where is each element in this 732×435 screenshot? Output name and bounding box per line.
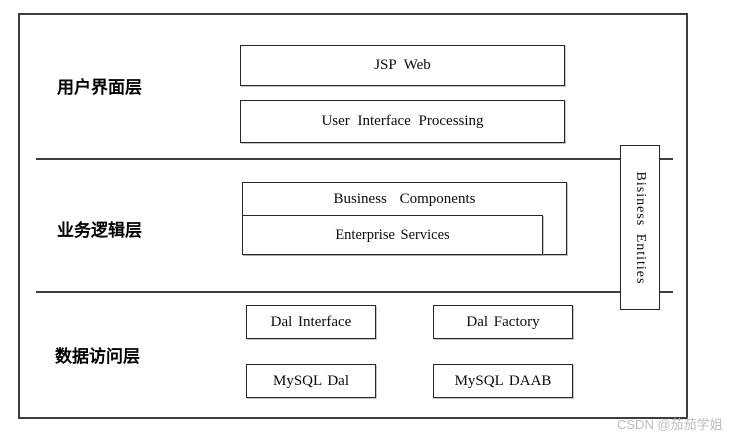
jsp-web-box: JSP Web — [240, 45, 565, 86]
layer-label-user-interface: 用户界面层 — [57, 78, 142, 97]
dal-factory-box: Dal Factory — [433, 305, 573, 339]
business-entities-label: Bisiness Entities — [633, 171, 648, 284]
enterprise-services-box: Enterprise Services — [242, 215, 543, 255]
dal-interface-box: Dal Interface — [246, 305, 376, 339]
layer-label-business-logic: 业务逻辑层 — [57, 221, 142, 240]
user-interface-processing-box: User Interface Processing — [240, 100, 565, 143]
csdn-watermark: CSDN @茄茄学姐 — [617, 417, 723, 432]
business-entities-box: Bisiness Entities — [620, 145, 660, 310]
layer-label-data-access: 数据访问层 — [55, 347, 140, 366]
layer-separator-top — [36, 158, 673, 160]
mysql-daab-box: MySQL DAAB — [433, 364, 573, 398]
layer-separator-bottom — [36, 291, 673, 293]
mysql-dal-box: MySQL Dal — [246, 364, 376, 398]
